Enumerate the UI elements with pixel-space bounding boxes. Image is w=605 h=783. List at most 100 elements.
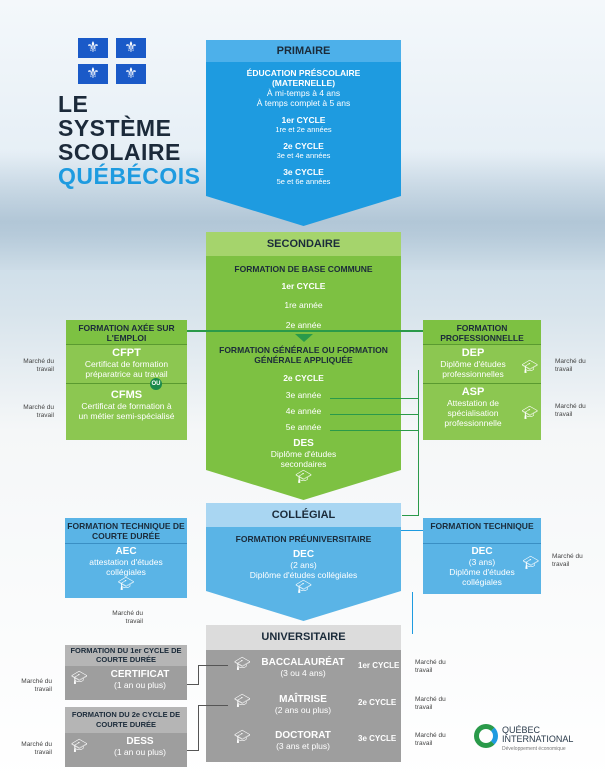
title-line: QUÉBÉCOIS [58, 163, 201, 189]
universitaire-header-bar: UNIVERSITAIRE [206, 625, 401, 650]
primaire-header: PRIMAIRE [206, 40, 401, 62]
year-label: 1re année [284, 300, 323, 310]
fleur-de-lis-icon: ⚜ [116, 64, 146, 84]
market-label: Marché du travail [23, 404, 54, 419]
university-program-row: 🎓︎ MAÎTRISE (2 ans ou plus) 2e CYCLE [206, 692, 401, 726]
connector-line [198, 665, 228, 666]
market-label: Marché du travail [552, 553, 583, 568]
universitaire-body [206, 650, 401, 762]
cfpt-desc: Certificat de formation préparatrice au … [84, 359, 169, 379]
dec-duration: (3 ans) [468, 557, 496, 567]
cycle-title: 1er CYCLE [281, 281, 326, 291]
market-label: Marché du travail [415, 696, 446, 711]
tech-header: FORMATION TECHNIQUE [423, 518, 541, 544]
year-label: 3e année [285, 390, 322, 400]
prescolaire-title: ÉDUCATION PRÉSCOLAIRE (MATERNELLE) [246, 68, 361, 88]
dess-duration: (1 an ou plus) [114, 747, 166, 757]
connector-line [198, 705, 228, 706]
preuniversitaire-title: FORMATION PRÉUNIVERSITAIRE [235, 534, 372, 544]
fleur-de-lis-icon: ⚜ [78, 38, 108, 58]
connector-line [330, 430, 418, 431]
dec-title: DEC [471, 546, 493, 557]
des-title: DES [293, 438, 314, 449]
graduation-cap-icon: 🎓︎ [295, 579, 312, 594]
graduation-cap-icon: 🎓︎ [117, 576, 135, 591]
year-label: 2e année [285, 320, 322, 330]
technique-courte-box: FORMATION TECHNIQUE DE COURTE DURÉE AEC … [65, 518, 187, 598]
graduation-cap-icon: 🎓︎ [71, 738, 88, 753]
market-label: Marché du travail [555, 403, 586, 418]
logo-text: QUÉBEC [502, 725, 541, 735]
graduation-cap-icon: 🎓︎ [521, 405, 538, 420]
connector-line [330, 414, 418, 415]
market-label: Marché du travail [555, 358, 586, 373]
program-cycle: 3e CYCLE [358, 734, 397, 743]
ou-badge: OU [150, 378, 162, 390]
program-name: DOCTORAT [275, 730, 331, 741]
connector-line [187, 750, 198, 751]
connector-line [418, 370, 419, 515]
title-line: SYSTÈME [58, 115, 172, 141]
dep-desc: Diplôme d'études professionnelles [440, 359, 506, 379]
graduation-cap-icon: 🎓︎ [521, 359, 538, 374]
dec-desc: Diplôme d'études collégiales [249, 570, 358, 580]
asp-title: ASP [461, 386, 485, 398]
program-name: BACCALAURÉAT [261, 657, 345, 668]
cycle-title: 3e CYCLE [283, 167, 324, 177]
cycle-title: 2e CYCLE [283, 373, 324, 383]
year-label: 4e année [285, 406, 322, 416]
connector-line [401, 530, 423, 531]
tech-courte-header: FORMATION TECHNIQUE DE COURTE DURÉE [65, 518, 187, 544]
university-program-row: 🎓︎ BACCALAURÉAT (3 ou 4 ans) 1er CYCLE [206, 655, 401, 689]
secondaire-header: SECONDAIRE [206, 232, 401, 256]
secondaire-block: SECONDAIRE FORMATION DE BASE COMMUNE 1er… [206, 232, 401, 500]
page-title: LE SYSTÈME SCOLAIRE QUÉBÉCOIS [58, 92, 201, 188]
title-line: LE [58, 91, 89, 117]
graduation-cap-icon: 🎓︎ [234, 656, 251, 671]
quebec-international-logo: QUÉBEC INTERNATIONAL Développement écono… [474, 722, 584, 767]
mi-temps-text: À mi-temps à 4 ans [266, 88, 341, 98]
formation-emploi-box: FORMATION AXÉE SUR L'EMPLOI CFPT Certifi… [66, 320, 187, 440]
court2-header: FORMATION DU 2e CYCLE DE COURTE DURÉE [65, 707, 187, 733]
emploi-header: FORMATION AXÉE SUR L'EMPLOI [66, 320, 187, 345]
fleur-de-lis-icon: ⚜ [78, 64, 108, 84]
cycle-title: 2e CYCLE [283, 141, 324, 151]
connector-line [330, 398, 418, 399]
cfms-desc: Certificat de formation à un métier semi… [78, 401, 175, 421]
program-cycle: 1er CYCLE [358, 661, 400, 670]
graduation-cap-icon: 🎓︎ [234, 693, 251, 708]
down-arrow-icon [295, 334, 313, 342]
market-label: Marché du travail [21, 678, 52, 693]
cycle-years: 3e et 4e années [276, 151, 331, 160]
aec-desc: attestation d'études collégiales [89, 557, 163, 577]
program-duration: (3 ou 4 ans) [280, 668, 326, 678]
title-line: SCOLAIRE [58, 139, 181, 165]
dec-duration: (2 ans) [290, 560, 317, 570]
cfms-title: CFMS [110, 389, 143, 401]
court1-header: FORMATION DU 1er CYCLE DE COURTE DURÉE [65, 645, 187, 666]
connector-line [412, 592, 413, 634]
dec-desc: Diplôme d'études collégiales [449, 567, 515, 587]
year-label: 5e année [285, 422, 322, 432]
cycle-years: 5e et 6e années [276, 177, 331, 186]
court2-box: FORMATION DU 2e CYCLE DE COURTE DURÉE DE… [65, 707, 187, 767]
certificat-duration: (1 an ou plus) [114, 680, 166, 690]
dess-title: DESS [126, 736, 154, 747]
cycle-title: 1er CYCLE [281, 115, 326, 125]
court1-box: FORMATION DU 1er CYCLE DE COURTE DURÉE C… [65, 645, 187, 700]
connector-line [198, 705, 199, 751]
university-program-row: 🎓︎ DOCTORAT (3 ans et plus) 3e CYCLE [206, 728, 401, 762]
graduation-cap-icon: 🎓︎ [234, 729, 251, 744]
connector-line [198, 665, 199, 685]
logo-text: INTERNATIONAL [502, 734, 574, 744]
market-label: Marché du travail [415, 732, 446, 747]
market-label: Marché du travail [21, 741, 52, 756]
cycle-years: 1re et 2e années [275, 125, 332, 134]
connector-line [402, 515, 419, 516]
logo-mark-icon [474, 724, 498, 748]
temps-complet-text: À temps complet à 5 ans [256, 98, 351, 108]
universitaire-header: UNIVERSITAIRE [261, 631, 346, 643]
formation-professionnelle-box: FORMATION PROFESSIONNELLE DEP Diplôme d'… [423, 320, 541, 440]
program-name: MAÎTRISE [279, 694, 327, 705]
connector-line [187, 684, 198, 685]
